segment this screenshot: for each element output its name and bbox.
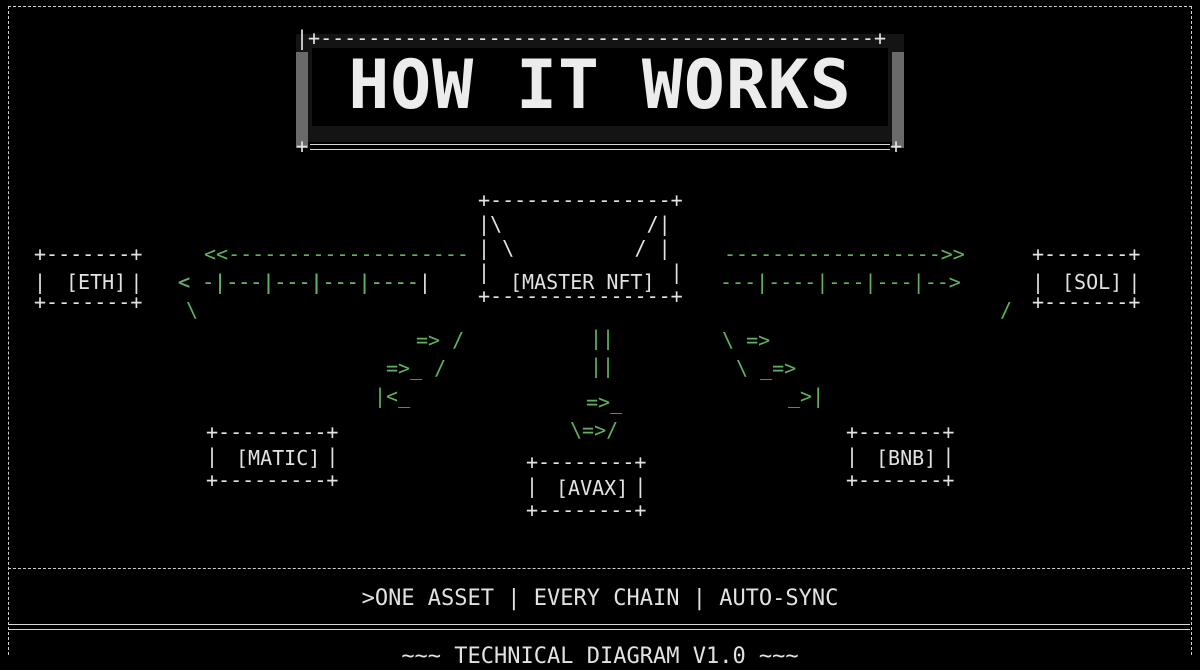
tagline-bottom-double-line [8, 624, 1190, 630]
footer-caption: ~~~ TECHNICAL DIAGRAM V1.0 ~~~ [401, 644, 799, 669]
avax-arrow-3: =>_ [586, 390, 623, 414]
arrow-master-to-sol-top: ------------------>> [724, 242, 965, 266]
title-bottom-border-right: + [890, 134, 903, 158]
sol-box-art: +-------+ +-------+ [1032, 242, 1141, 314]
title-bottom-border: + [296, 134, 309, 158]
eth-link-tail: \ [186, 298, 199, 322]
sol-node-label: [SOL] [1062, 270, 1123, 294]
bnb-arrow-1: \ => [722, 328, 771, 352]
title-top-border: |+--------------------------------------… [296, 26, 887, 50]
eth-node-label: [ETH] [66, 270, 127, 294]
avax-node-label: [AVAX] [556, 476, 629, 500]
avax-arrow-1: || [590, 326, 615, 350]
bnb-node-label: [BNB] [876, 446, 937, 470]
eth-link-line: < -|---|---|---|----| [166, 270, 431, 294]
bnb-arrow-3: _>| [788, 384, 825, 408]
outer-frame [8, 6, 1192, 655]
avax-arrow-4: \=>/ [570, 418, 619, 442]
title-plate-shade-left [296, 52, 308, 148]
matic-node-label: [MATIC] [236, 446, 321, 470]
avax-box-art: +--------+ | | +--------+ [526, 450, 647, 522]
eth-link-line-green: < -|---|---|---|---- [166, 270, 419, 294]
tagline: >ONE ASSET | EVERY CHAIN | AUTO-SYNC [361, 586, 839, 611]
master-box-art: +---------------+ |\ /| | \ / | | | +---… [478, 188, 683, 308]
matic-box-art: +---------+ | | +---------+ [206, 420, 339, 492]
sol-box-sides: | | [1032, 270, 1141, 294]
eth-box-art: +-------+ +-------+ [34, 242, 143, 314]
sol-link-tail: / [1000, 298, 1013, 322]
sol-link-line: ---|----|---|---|--> [720, 270, 961, 294]
bnb-arrow-2: \ _=> [736, 356, 797, 380]
avax-arrow-2: || [590, 354, 615, 378]
matic-arrow-1: => / [416, 328, 465, 352]
title-plate-shade-right [892, 52, 904, 148]
page-title: HOW IT WORKS [348, 46, 852, 125]
title-inner-box [312, 48, 888, 126]
arrow-master-to-eth-top: <<-------------------- [204, 242, 469, 266]
eth-box-sides: | | [34, 270, 143, 294]
tagline-top-rule [8, 568, 1190, 569]
master-node-label: [MASTER NFT] [510, 270, 655, 294]
title-bottom-double-line [310, 144, 890, 150]
bnb-box-art: +-------+ | | +-------+ [846, 420, 955, 492]
matic-arrow-3: |<_ [374, 384, 411, 408]
matic-arrow-2: =>_ / [386, 356, 447, 380]
